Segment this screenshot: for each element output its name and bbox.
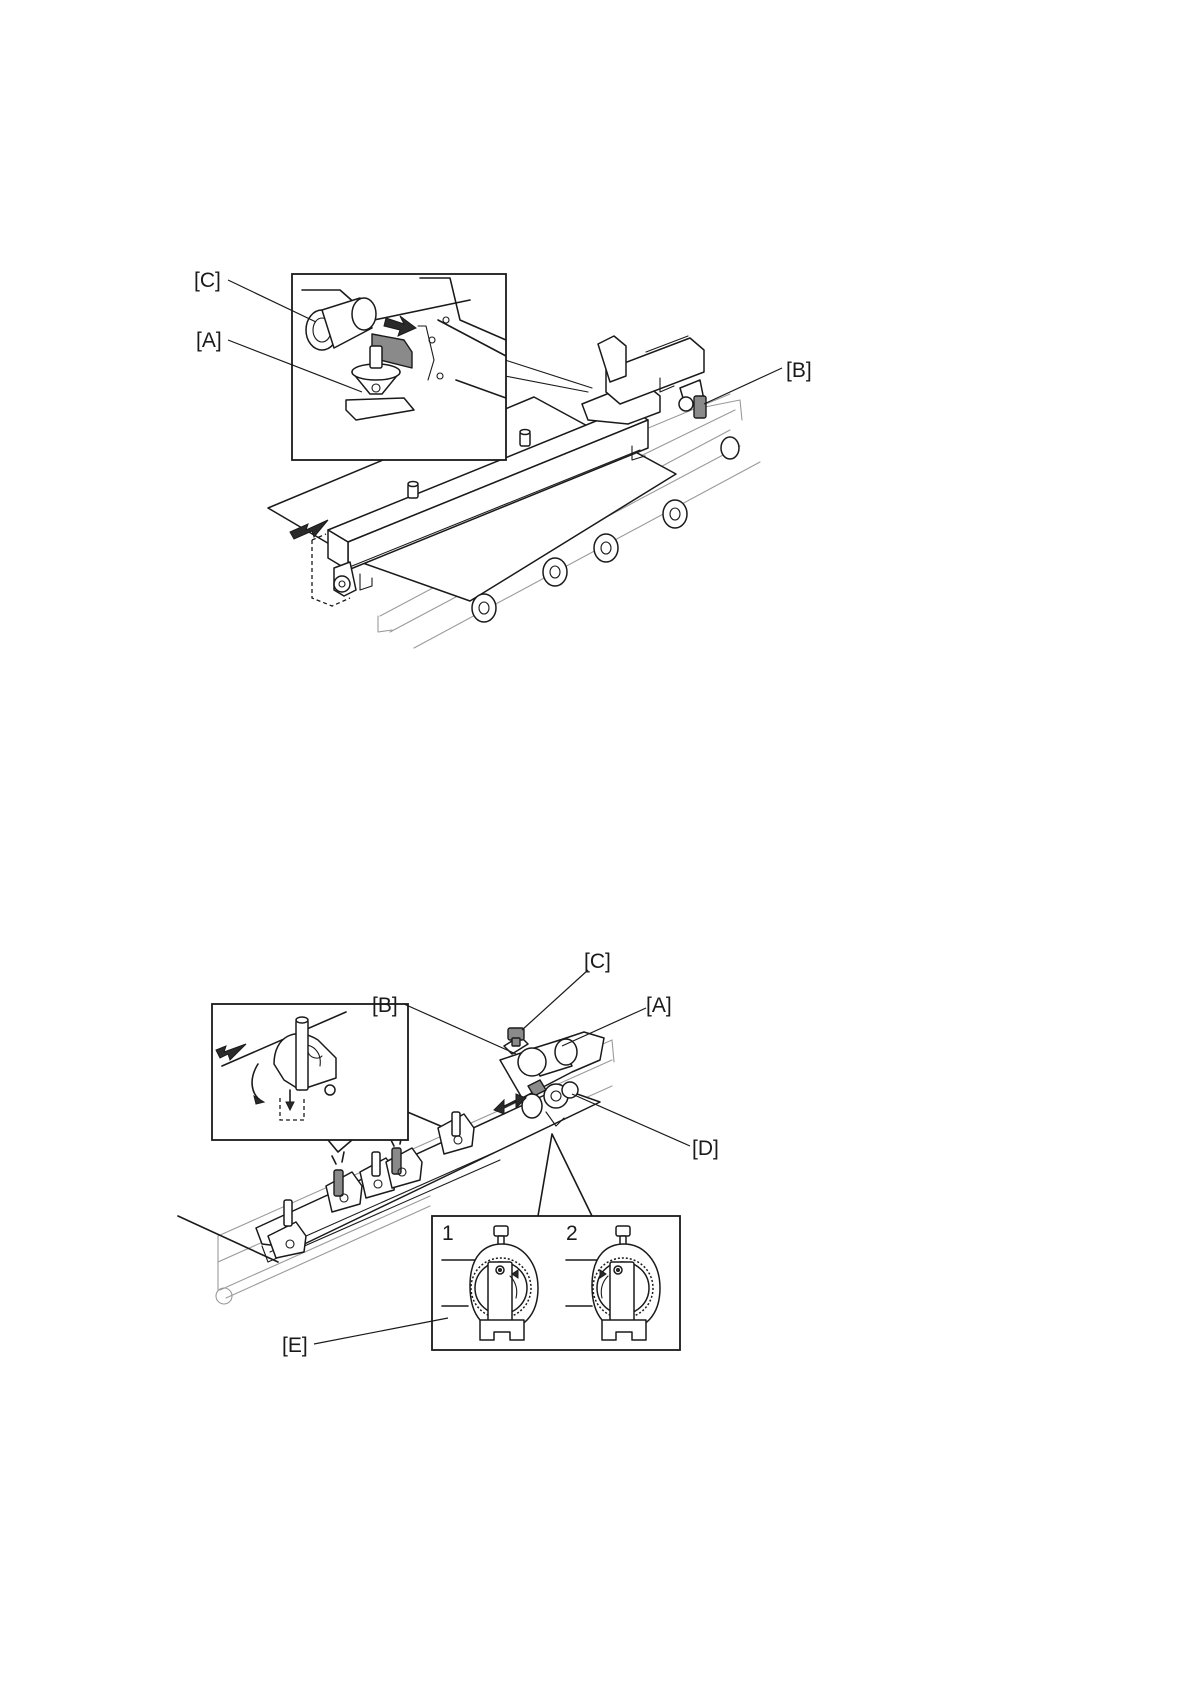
right-end-mechanism [582,336,706,424]
label-d-2: [D] [692,1137,719,1160]
label-b-2: [B] [372,994,398,1017]
label-c: [C] [194,269,221,292]
figure-1-inset [292,274,506,460]
right-inset-pointer [538,1134,592,1216]
label-b: [B] [786,359,812,382]
label-e-2: [E] [282,1334,308,1357]
gate-cam-2 [326,1170,362,1212]
figure-2-right-inset: 1 2 [432,1216,680,1350]
label-a-2: [A] [646,994,672,1017]
part-b-tab [694,396,706,418]
label-a: [A] [196,329,222,352]
gate-cam-5 [438,1112,474,1154]
step-1: 1 [442,1222,454,1245]
step-2: 2 [566,1222,578,1245]
inset-pointer-lines [505,360,592,392]
label-c-2: [C] [584,950,611,973]
figure-2-gate-unit: 1 2 [178,950,719,1357]
figure-2-left-inset [212,1004,408,1140]
inset-callout-pointer [328,1140,352,1152]
figure-1-registration-unit: [C] [A] [B] [194,269,812,648]
